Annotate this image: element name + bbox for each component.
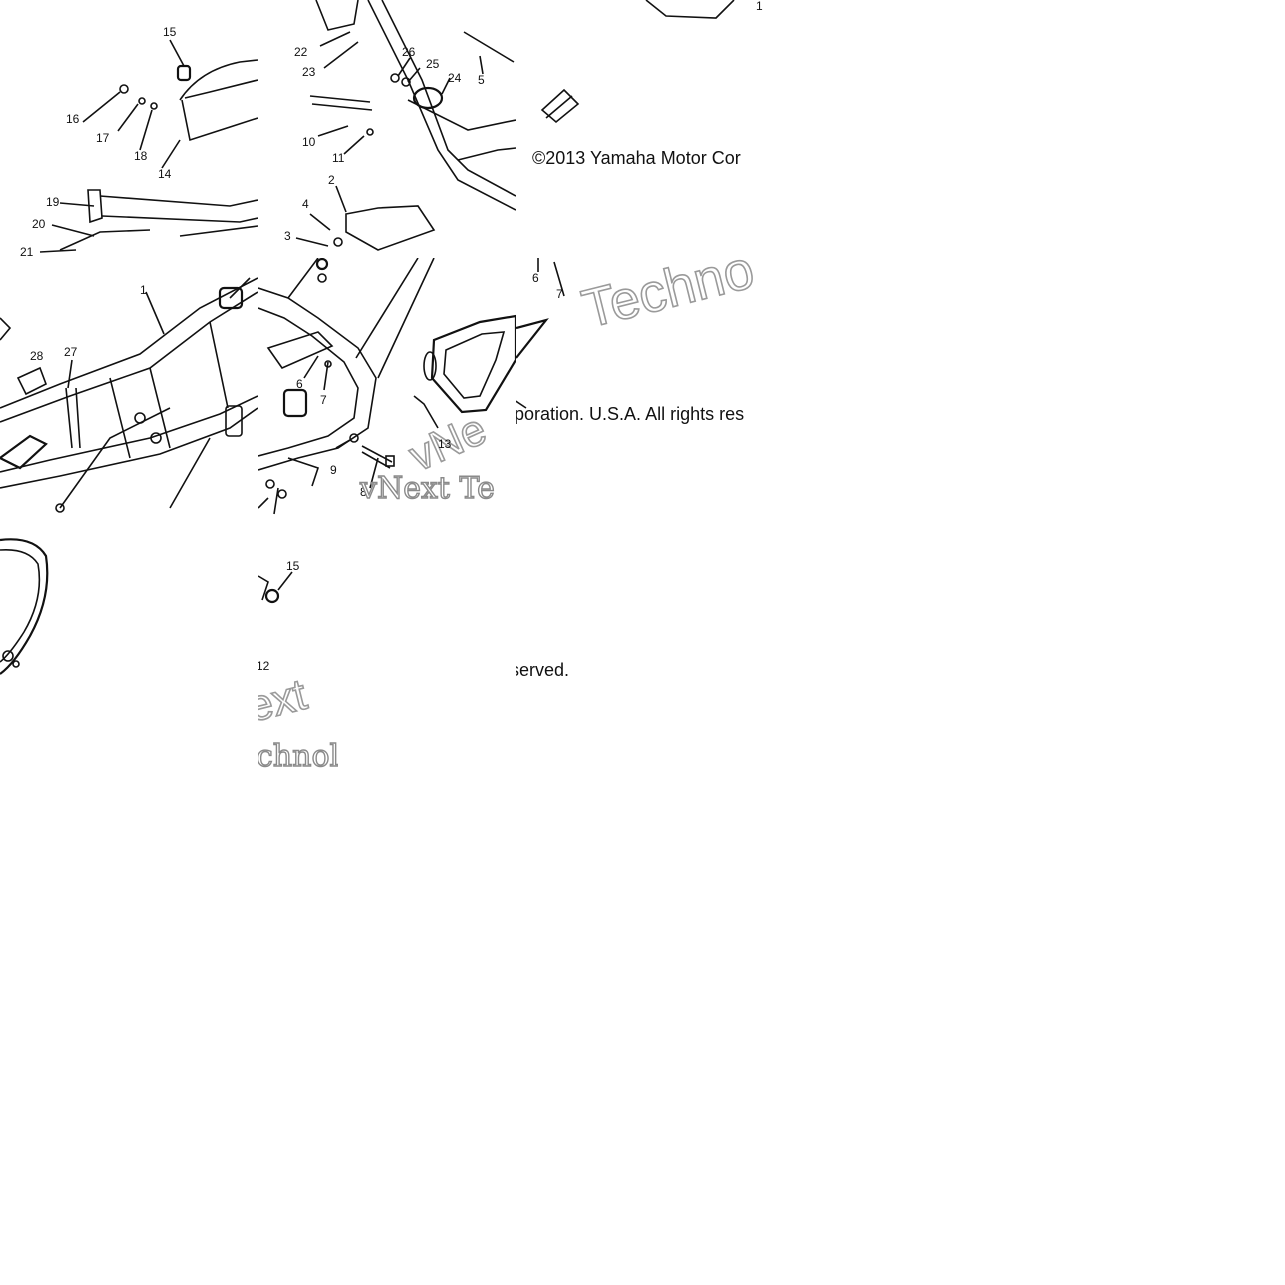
callout-partial: 1 <box>756 0 763 13</box>
callout-23: 23 <box>302 65 316 79</box>
callout-16: 16 <box>66 112 80 126</box>
watermark-text-5: chnol <box>258 739 338 774</box>
callout-28: 28 <box>30 349 44 363</box>
callout-13: 13 <box>438 437 452 450</box>
copyright-notice-part-2: rporation. U.S.A. All rights res <box>516 404 745 424</box>
callout-15b: 15 <box>286 559 300 573</box>
diagram-tile-bottom-left <box>0 516 258 684</box>
callout-12: 12 <box>258 659 270 673</box>
tile-top-middle-drawing: 22 23 26 25 24 5 10 11 2 4 3 <box>284 0 516 251</box>
watermark-text-2: vNext Te <box>359 471 495 506</box>
callout-10: 10 <box>302 135 316 149</box>
callout-20: 20 <box>32 217 46 231</box>
callout-22: 22 <box>294 45 308 59</box>
callout-3: 3 <box>284 229 291 243</box>
callout-15: 15 <box>163 25 177 39</box>
diagram-tile-top-left: 15 16 17 18 14 19 20 21 <box>0 0 258 258</box>
callout-6: 6 <box>296 377 303 391</box>
callout-5: 5 <box>478 73 485 87</box>
tile-top-left-drawing: 15 16 17 18 14 19 20 21 <box>20 25 258 258</box>
callout-14: 14 <box>158 167 172 181</box>
tile-bottom-middle-drawing: 15 12 ext chnol <box>258 559 338 774</box>
part-13-drawing: 13 <box>413 314 516 450</box>
diagram-tile-top-right: 1 ©2013 Yamaha Motor Cor <box>516 0 774 258</box>
callout-27: 27 <box>64 345 78 359</box>
watermark-text-3: vNe <box>402 405 493 482</box>
tile-bottom-left-drawing <box>0 538 49 675</box>
watermark-text-4: ext <box>258 670 311 732</box>
tile-middle-left-drawing: 1 28 27 <box>0 277 258 513</box>
callout-17: 17 <box>96 131 110 145</box>
tile-middle-right-drawing: 6 7 Techno <box>516 258 761 409</box>
callout-6b: 6 <box>532 271 539 285</box>
callout-7b: 7 <box>556 287 563 301</box>
callout-26: 26 <box>402 45 416 59</box>
callout-9: 9 <box>330 463 337 477</box>
callout-21: 21 <box>20 245 34 258</box>
diagram-tile-bottom-middle: 15 12 ext chnol <box>258 516 338 774</box>
copyright-notice-part-1: ©2013 Yamaha Motor Cor <box>532 148 741 168</box>
callout-19: 19 <box>46 195 60 209</box>
diagram-tile-part-13: 13 <box>400 300 516 450</box>
diagram-tile-top-middle: 22 23 26 25 24 5 10 11 2 4 3 <box>258 0 516 258</box>
callout-4: 4 <box>302 197 309 211</box>
tile-top-right-drawing: 1 <box>540 0 763 124</box>
callout-1: 1 <box>140 283 147 297</box>
diagram-tile-center: 6 7 9 8 vNext Te vNe <box>258 258 516 516</box>
callout-24: 24 <box>448 71 462 85</box>
callout-11: 11 <box>332 151 345 165</box>
tile-center-drawing: 6 7 9 8 vNext Te vNe <box>258 258 496 515</box>
callout-2: 2 <box>328 173 335 187</box>
diagram-tile-bottom-right: served. <box>516 640 774 700</box>
callout-18: 18 <box>134 149 148 163</box>
callout-8: 8 <box>360 485 367 499</box>
callout-7: 7 <box>320 393 327 407</box>
diagram-tile-middle-left: 1 28 27 <box>0 258 258 516</box>
copyright-notice-part-3: served. <box>516 660 570 680</box>
watermark-text-1: Techno <box>576 258 759 340</box>
diagram-tile-middle-right: 6 7 Techno rporation. U.S.A. All rights … <box>516 258 774 516</box>
callout-25: 25 <box>426 57 440 71</box>
